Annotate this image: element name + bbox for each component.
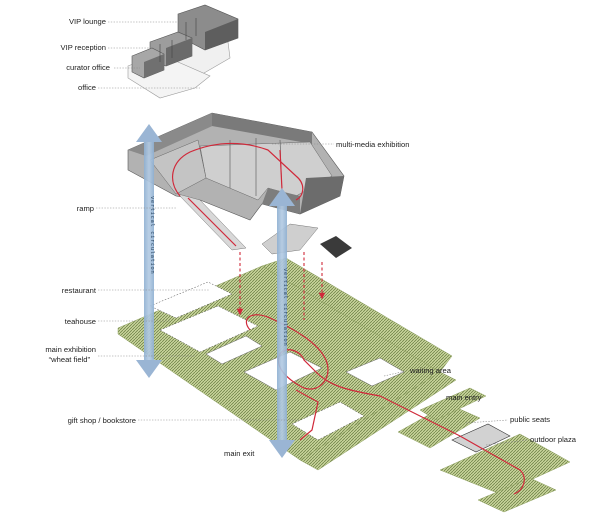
label-multi-media-exhibition: multi-media exhibition bbox=[336, 140, 409, 149]
top-floor-offices bbox=[127, 4, 239, 99]
middle-floor-multimedia bbox=[127, 112, 352, 258]
ground-floor-field bbox=[117, 257, 571, 513]
label-main-exhibition: main exhibition bbox=[45, 345, 96, 354]
label-teahouse: teahouse bbox=[65, 317, 96, 326]
labels: VIP lounge VIP reception curator office … bbox=[45, 17, 576, 458]
label-outdoor-plaza: outdoor plaza bbox=[530, 435, 577, 444]
label-gift-shop-bookstore: gift shop / bookstore bbox=[68, 416, 136, 425]
label-restaurant: restaurant bbox=[62, 286, 97, 295]
label-public-seats: public seats bbox=[510, 415, 550, 424]
label-main-entry: main entry bbox=[446, 393, 482, 402]
label-curator-office: curator office bbox=[66, 63, 110, 72]
label-office: office bbox=[78, 83, 96, 92]
vertical-circulation-right: vertical circulation bbox=[269, 188, 295, 458]
label-main-exit: main exit bbox=[224, 449, 255, 458]
vertical-circulation-left-label: vertical circulation bbox=[149, 196, 155, 274]
leader-lines bbox=[96, 21, 529, 446]
label-ramp: ramp bbox=[77, 204, 94, 213]
vertical-connection-links bbox=[236, 252, 326, 320]
label-vip-reception: VIP reception bbox=[61, 43, 106, 52]
label-vip-lounge: VIP lounge bbox=[69, 17, 106, 26]
vertical-circulation-left: vertical circulation bbox=[136, 124, 162, 378]
label-waiting-area: waiting area bbox=[409, 366, 452, 375]
label-wheat-field: “wheat field” bbox=[49, 355, 91, 364]
vertical-circulation-right-label: vertical circulation bbox=[282, 268, 288, 346]
